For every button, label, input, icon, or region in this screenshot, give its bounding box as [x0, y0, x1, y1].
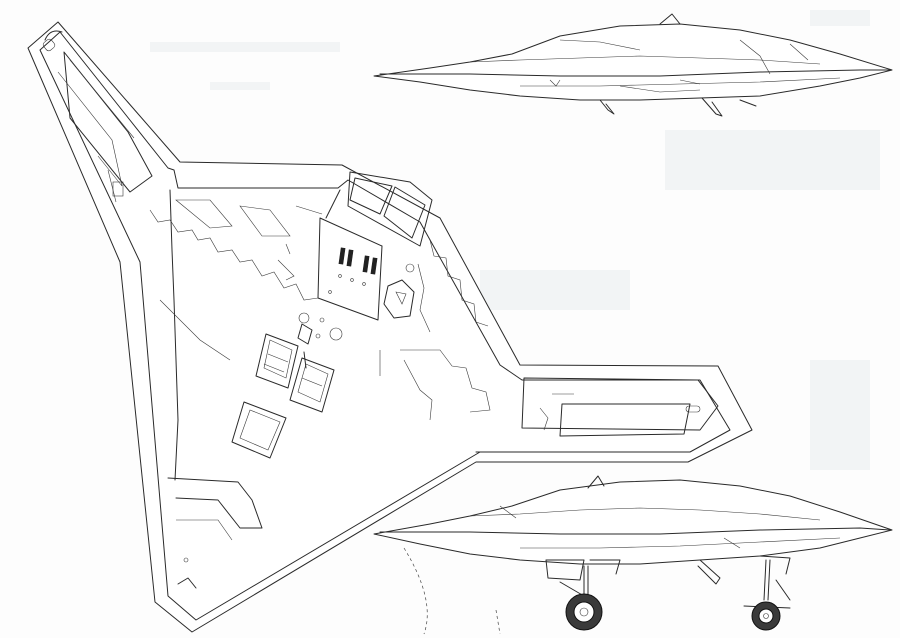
scan-artifacts: [150, 10, 880, 470]
aft-left-structure: [167, 477, 263, 589]
central-bay: [317, 217, 415, 321]
planform-inner-line: [39, 31, 731, 621]
equipment-bays: [231, 312, 343, 459]
intake-block: [347, 171, 433, 247]
side-view-gear-extended: [373, 475, 893, 635]
internal-structure-left: [149, 199, 323, 361]
internal-structure-right: [379, 239, 491, 421]
top-view: [27, 21, 753, 633]
side-view-gear-retracted: [373, 13, 893, 117]
left-wing-panel: [42, 30, 153, 203]
right-wing-panel: [475, 377, 719, 453]
planform-outline: [27, 21, 753, 633]
